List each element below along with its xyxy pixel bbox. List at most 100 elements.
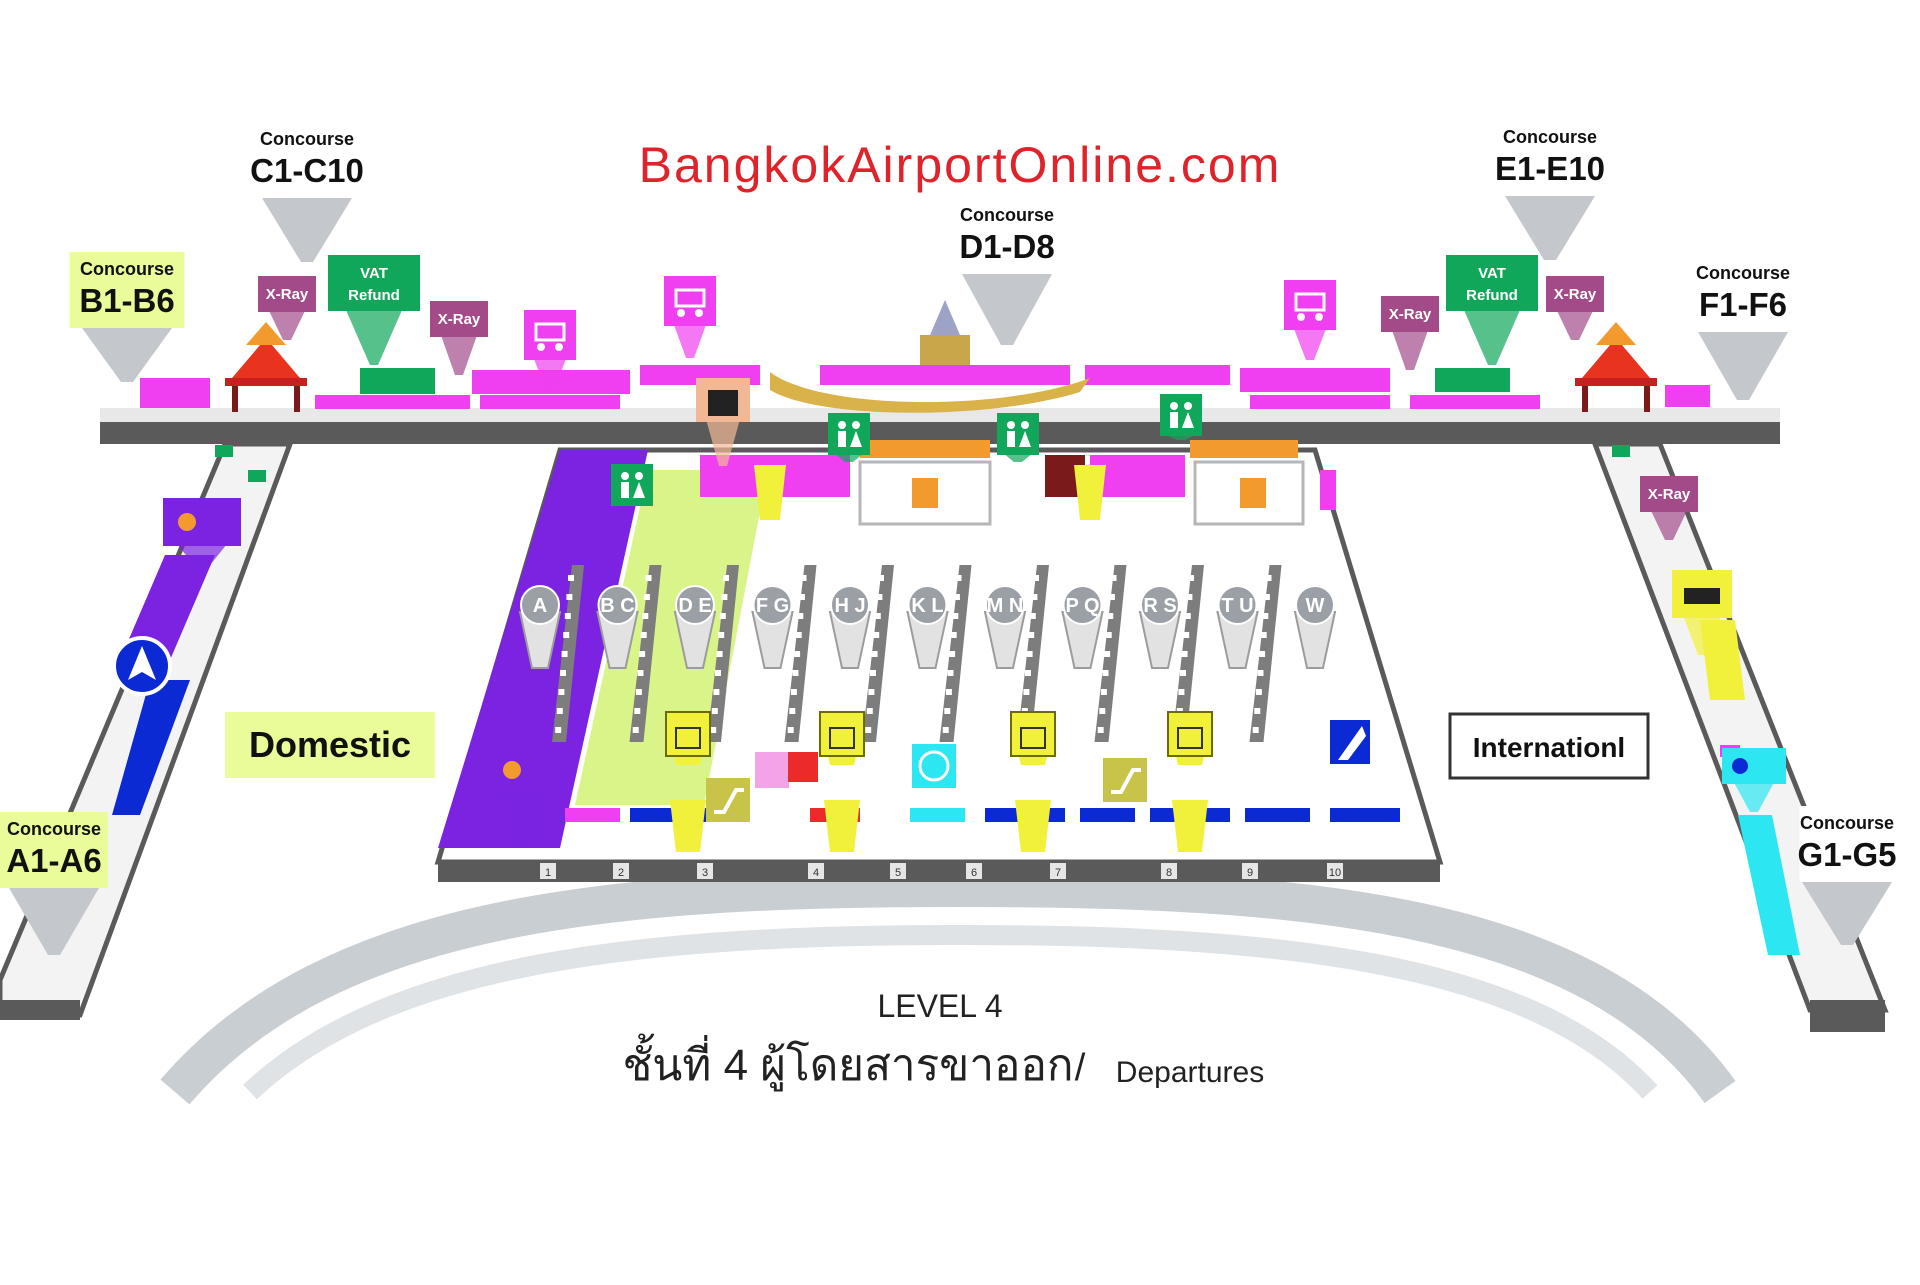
checkin-row-letter: R S (1143, 595, 1176, 617)
concourse-label-box (0, 812, 108, 888)
front-counter-cyan (910, 808, 965, 822)
concourse-pin-cone (82, 328, 172, 382)
xray-pin: X-Ray (1546, 276, 1604, 340)
checkin-desk (642, 613, 649, 619)
shopping-cart-icon (674, 288, 706, 308)
restroom-figure (621, 482, 629, 498)
checkin-desk (558, 689, 565, 695)
shopping-cart-icon (1294, 292, 1326, 312)
checkin-island (1094, 565, 1127, 742)
vertical-transport (665, 465, 1213, 852)
concourse-label-code: D1-D8 (959, 228, 1054, 265)
elevator-shaft (824, 800, 860, 852)
checkin-desk (637, 670, 644, 676)
shop-block-e2 (1250, 395, 1390, 409)
checkin-desk (797, 613, 804, 619)
checkin-desk (952, 613, 959, 619)
xray-pin-box (258, 276, 316, 312)
airline-logo-pin-right-box (1722, 748, 1786, 784)
checkin-desk (1252, 727, 1259, 733)
hall-front-edge (438, 862, 1440, 882)
vat-refund-pin-box (1446, 255, 1538, 311)
checkin-desk (561, 651, 568, 657)
checkin-desk (794, 651, 801, 657)
checkin-desk (1260, 632, 1267, 638)
shopping-pin (1284, 280, 1336, 360)
checkin-desk (1099, 708, 1106, 714)
checkin-island (784, 565, 817, 742)
elevator-icon (1167, 711, 1213, 757)
concourse-label-box (1799, 806, 1895, 882)
checkin-row-6: K L (906, 565, 972, 742)
door-number: 5 (895, 867, 901, 879)
xray-pin-box (1381, 296, 1439, 332)
door-number: 9 (1247, 867, 1253, 879)
lounge-seating-icon-left (912, 478, 938, 508)
checkin-desk (643, 594, 650, 600)
xray-pin: X-Ray (430, 301, 488, 375)
vat-refund-counter-right (1435, 368, 1510, 392)
door-marker (540, 863, 556, 879)
xray-label: X-Ray (1554, 286, 1597, 303)
thai-pavilion-left (225, 322, 307, 412)
checkin-desk (1255, 689, 1262, 695)
waiting-area-left (858, 460, 992, 526)
restroom-pin (828, 413, 870, 462)
checkin-desk (1186, 594, 1193, 600)
restroom-figure (838, 431, 846, 447)
checkin-desk (1107, 613, 1114, 619)
elevator-door-icon (829, 727, 855, 749)
checkin-row-2: B C (596, 565, 662, 742)
xray-pin-stem (1651, 512, 1687, 540)
concourse-label-code: B1-B6 (79, 282, 174, 319)
sleeping-area-pin (1672, 570, 1732, 655)
restroom-figure (1007, 431, 1015, 447)
restroom-pin-stem (1005, 455, 1031, 462)
door-number: 7 (1055, 867, 1061, 879)
checkin-desk (719, 613, 726, 619)
vat-refund-pin-stem (346, 311, 402, 365)
checkin-row-letter: W (1306, 595, 1325, 617)
restroom-pin (997, 413, 1039, 462)
escalator-symbol (1111, 768, 1141, 794)
checkin-desk (1259, 651, 1266, 657)
airline-logo-pin-stem (503, 794, 551, 848)
lounge-seating-left (860, 440, 990, 458)
restroom-pin (611, 464, 653, 506)
shopping-pin (524, 310, 576, 390)
checkin-row-letter: H J (834, 595, 865, 617)
xray-pin: X-Ray (1381, 296, 1439, 370)
checkin-desk (950, 632, 957, 638)
escalator-symbol (714, 788, 744, 814)
checkin-row-badge (1140, 585, 1180, 625)
restroom-figure (1019, 431, 1031, 447)
elevator-shaft (1015, 800, 1051, 852)
checkin-island (939, 565, 972, 742)
right-pier-end (1810, 1000, 1885, 1032)
checkin-desk (1254, 708, 1261, 714)
shopping-pin (664, 276, 716, 358)
checkin-row-letter: B C (600, 595, 634, 617)
restroom-pin-box (828, 413, 870, 455)
restroom-pin-box (611, 464, 653, 506)
xray-pin-box (1640, 476, 1698, 512)
checkin-row-4: F G (751, 565, 817, 742)
door-marker (1050, 863, 1066, 879)
restroom-figure (1170, 412, 1178, 428)
front-counter-blue-6 (1330, 808, 1400, 822)
checkin-desk (1262, 613, 1269, 619)
concourse-label-box (69, 252, 185, 328)
left-pier-end (0, 1000, 80, 1020)
checkin-desk (871, 651, 878, 657)
shop-block-hall-right (1090, 455, 1185, 497)
checkin-row-letter: D E (678, 595, 711, 617)
concourse-label-top: Concourse (1696, 263, 1790, 283)
checkin-row-badge (1062, 585, 1103, 625)
checkin-desk (645, 575, 652, 581)
checkin-desk (795, 632, 802, 638)
concourse-label-code: A1-A6 (6, 842, 101, 879)
airline-logo-pin-right (1722, 748, 1786, 812)
